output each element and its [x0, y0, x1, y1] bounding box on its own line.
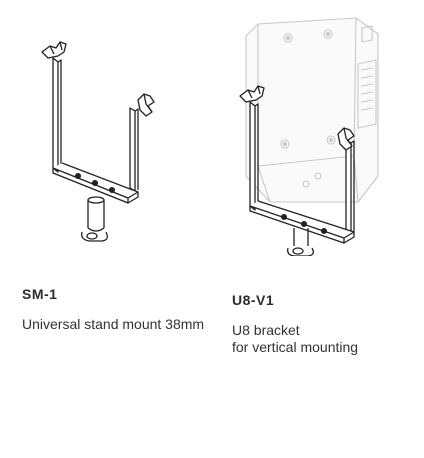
- description-line: for vertical mounting: [232, 339, 359, 355]
- product-u8v1: U8-V1 U8 bracket for vertical mounting: [232, 292, 358, 356]
- product-description: U8 bracket for vertical mounting: [232, 322, 358, 356]
- product-code: SM-1: [22, 286, 58, 302]
- description-line: U8 bracket: [232, 322, 300, 338]
- product-code: U8-V1: [232, 292, 275, 308]
- description-line: Universal stand mount 38mm: [22, 316, 205, 332]
- stand-mount-bracket-icon: [41, 41, 155, 242]
- sm1-illustration: [20, 20, 180, 250]
- product-description: Universal stand mount 38mm: [22, 316, 204, 333]
- u8v1-illustration: [228, 6, 398, 256]
- vertical-bracket-with-speaker-icon: [239, 17, 379, 256]
- product-sm1: SM-1 Universal stand mount 38mm: [22, 286, 204, 333]
